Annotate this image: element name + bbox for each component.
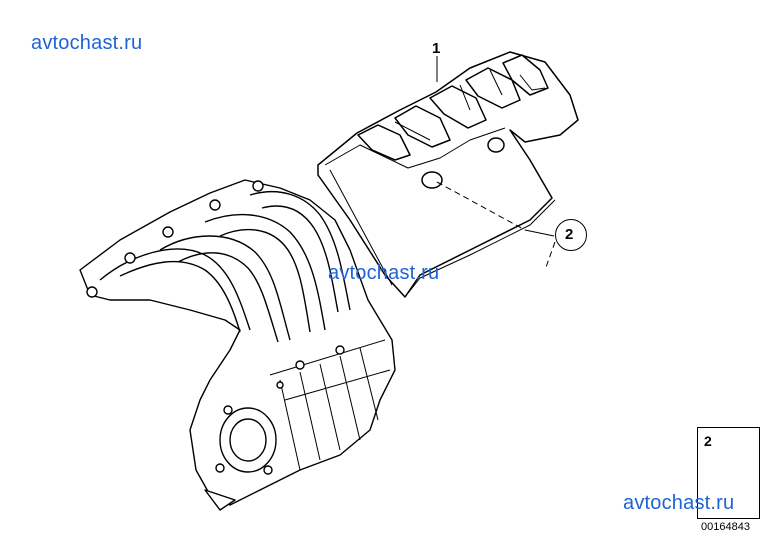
callout-part-2[interactable]: 2	[565, 226, 574, 243]
engine-cover-part	[317, 51, 579, 298]
intake-manifold	[79, 179, 396, 511]
legend-part-number: 2	[704, 433, 712, 449]
watermark-top-left: avtochast.ru	[31, 32, 143, 54]
callout-part-1[interactable]: 1	[432, 40, 441, 57]
watermark-center: avtochast.ru	[328, 262, 440, 284]
legend-box-part-2[interactable]: 2	[697, 427, 760, 519]
leader-lines	[436, 56, 556, 271]
watermark-bottom-right: avtochast.ru	[623, 492, 735, 514]
diagram-id: 00164843	[701, 521, 750, 533]
callout-part-2-circle[interactable]	[555, 219, 587, 251]
